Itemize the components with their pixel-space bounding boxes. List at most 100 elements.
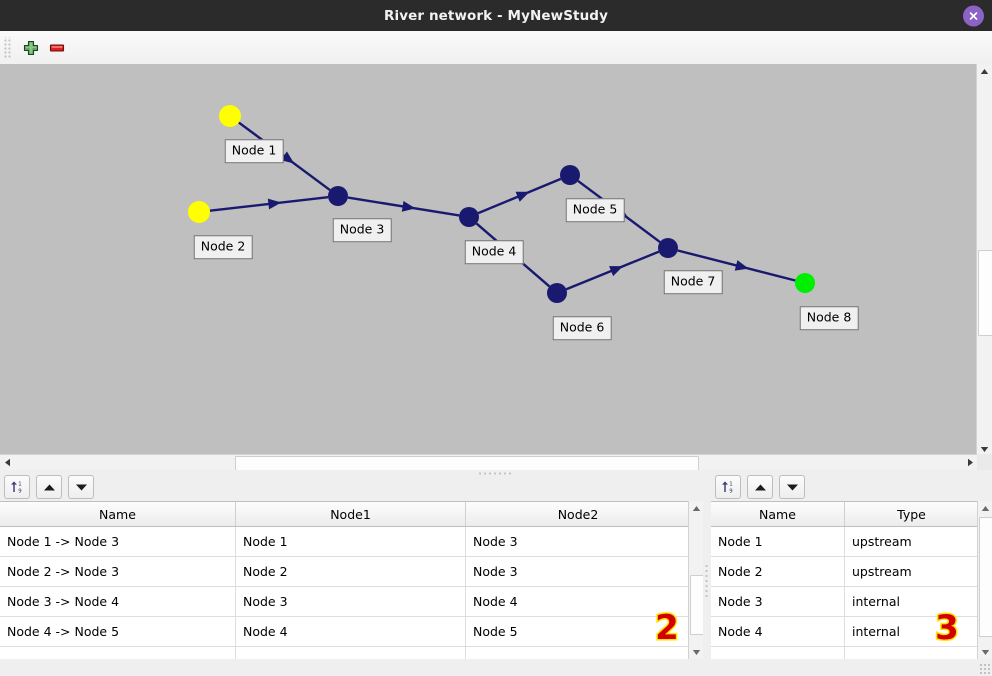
scroll-up-button[interactable]	[977, 64, 991, 78]
nodes-table-scrollbar[interactable]	[977, 501, 992, 659]
caret-down-icon	[981, 649, 989, 655]
remove-node-button[interactable]	[44, 35, 70, 61]
links-move-down-button[interactable]	[68, 475, 94, 499]
links-cell-name[interactable]: Node 1 -> Node 3	[0, 526, 236, 557]
links-cell-node2[interactable]: Node 4	[465, 586, 688, 617]
annotation-2: 2	[654, 608, 681, 648]
links-cell-name[interactable]: Node 2 -> Node 3	[0, 556, 236, 587]
title-bar: River network - MyNewStudy	[0, 0, 992, 31]
nodes-cell-type[interactable]: upstream	[844, 526, 977, 557]
window-title: River network - MyNewStudy	[384, 7, 608, 24]
nodes-cell-type[interactable]: internal	[844, 616, 977, 647]
arrowhead-node4-node5	[515, 191, 530, 202]
diagram-node-node4[interactable]	[459, 207, 479, 227]
node-label-node4[interactable]: Node 4	[464, 240, 524, 264]
canvas-horizontal-scrollbar[interactable]	[0, 454, 977, 471]
links-scroll-down-button[interactable]	[689, 645, 703, 659]
links-move-up-button[interactable]	[36, 475, 62, 499]
svg-text:9: 9	[18, 488, 22, 494]
links-cell-node1[interactable]: Node 4	[235, 616, 466, 647]
node-label-node5[interactable]: Node 5	[565, 198, 625, 222]
nodes-cell-name[interactable]: Node 2	[711, 556, 845, 587]
links-cell-node2[interactable]: Node 5	[465, 616, 688, 647]
links-cell-node1[interactable]: Node 1	[235, 526, 466, 557]
links-cell-node1[interactable]: Node 3	[235, 586, 466, 617]
diagram-node-node3[interactable]	[328, 186, 348, 206]
network-diagram-canvas[interactable]: Node 1 Node 2 Node 3 Node 4 Node 5 Node 6 Node…	[0, 64, 992, 471]
nodes-col-name[interactable]: Name	[711, 502, 845, 527]
canvas-vertical-scrollbar[interactable]	[976, 64, 992, 456]
links-col-name[interactable]: Name	[0, 502, 236, 527]
move-down-icon	[786, 484, 798, 490]
node-label-node8[interactable]: Node 8	[799, 306, 859, 330]
nodes-cell-type[interactable]: upstream	[844, 556, 977, 587]
scroll-left-button[interactable]	[0, 455, 14, 470]
links-cell-name[interactable]: Node 4 -> Node 5	[0, 616, 236, 647]
links-cell-name[interactable]: Node 3 -> Node 4	[0, 586, 236, 617]
resize-grip[interactable]	[980, 664, 990, 674]
remove-minus-icon	[49, 43, 65, 52]
diagram-node-node6[interactable]	[547, 283, 567, 303]
close-button[interactable]	[963, 5, 984, 26]
links-table-scrollbar[interactable]	[688, 501, 704, 659]
links-cell-node2[interactable]: Node 3	[465, 556, 688, 587]
nodes-cell-name[interactable]: Node 4	[711, 616, 845, 647]
nodes-col-type[interactable]: Type	[844, 502, 977, 527]
nodes-move-up-button[interactable]	[747, 475, 773, 499]
node-label-node2[interactable]: Node 2	[193, 235, 253, 259]
main-toolbar	[0, 31, 992, 65]
diagram-node-node2[interactable]	[188, 201, 210, 223]
scroll-right-button[interactable]	[963, 455, 977, 470]
nodes-sort-button[interactable]: 1 9	[715, 475, 741, 499]
nodes-cell-name[interactable]: Node 3	[711, 586, 845, 617]
links-cell-node1[interactable]: Node 2	[235, 556, 466, 587]
links-scroll-thumb[interactable]	[690, 575, 704, 635]
diagram-surface[interactable]: Node 1 Node 2 Node 3 Node 4 Node 5 Node 6 Node…	[0, 64, 977, 455]
node-label-node1[interactable]: Node 1	[224, 139, 284, 163]
nodes-move-down-button[interactable]	[779, 475, 805, 499]
nodes-cell-name[interactable]: Node 1	[711, 526, 845, 557]
move-up-icon	[754, 484, 766, 490]
caret-right-icon	[967, 458, 973, 467]
links-scroll-up-button[interactable]	[689, 501, 703, 515]
links-col-node1[interactable]: Node1	[235, 502, 466, 527]
diagram-node-node5[interactable]	[560, 165, 580, 185]
add-node-button[interactable]	[18, 35, 44, 61]
links-sort-button[interactable]: 1 9	[4, 475, 30, 499]
diagram-graphics	[188, 105, 815, 303]
arrowhead-node6-node7	[609, 266, 624, 277]
diagram-node-node8[interactable]	[795, 273, 815, 293]
nodes-scroll-thumb[interactable]	[979, 517, 992, 637]
horizontal-splitter[interactable]	[0, 470, 992, 477]
links-empty-cell	[235, 646, 466, 659]
links-cell-node2[interactable]: Node 3	[465, 526, 688, 557]
move-down-icon	[75, 484, 87, 490]
scroll-down-button[interactable]	[977, 442, 991, 456]
vertical-splitter[interactable]	[703, 503, 711, 661]
diagram-node-node7[interactable]	[658, 238, 678, 258]
toolbar-drag-handle[interactable]	[3, 36, 12, 59]
canvas-vscroll-thumb[interactable]	[978, 250, 992, 336]
nodes-scroll-down-button[interactable]	[978, 645, 992, 659]
links-col-node2[interactable]: Node2	[465, 502, 688, 527]
node-label-node7[interactable]: Node 7	[663, 270, 723, 294]
nodes-cell-type[interactable]: internal	[844, 586, 977, 617]
nodes-scroll-up-button[interactable]	[978, 501, 992, 515]
node-label-node6[interactable]: Node 6	[552, 316, 612, 340]
diagram-node-node1[interactable]	[219, 105, 241, 127]
canvas-hscroll-thumb[interactable]	[235, 456, 699, 471]
node-label-node3[interactable]: Node 3	[332, 218, 392, 242]
